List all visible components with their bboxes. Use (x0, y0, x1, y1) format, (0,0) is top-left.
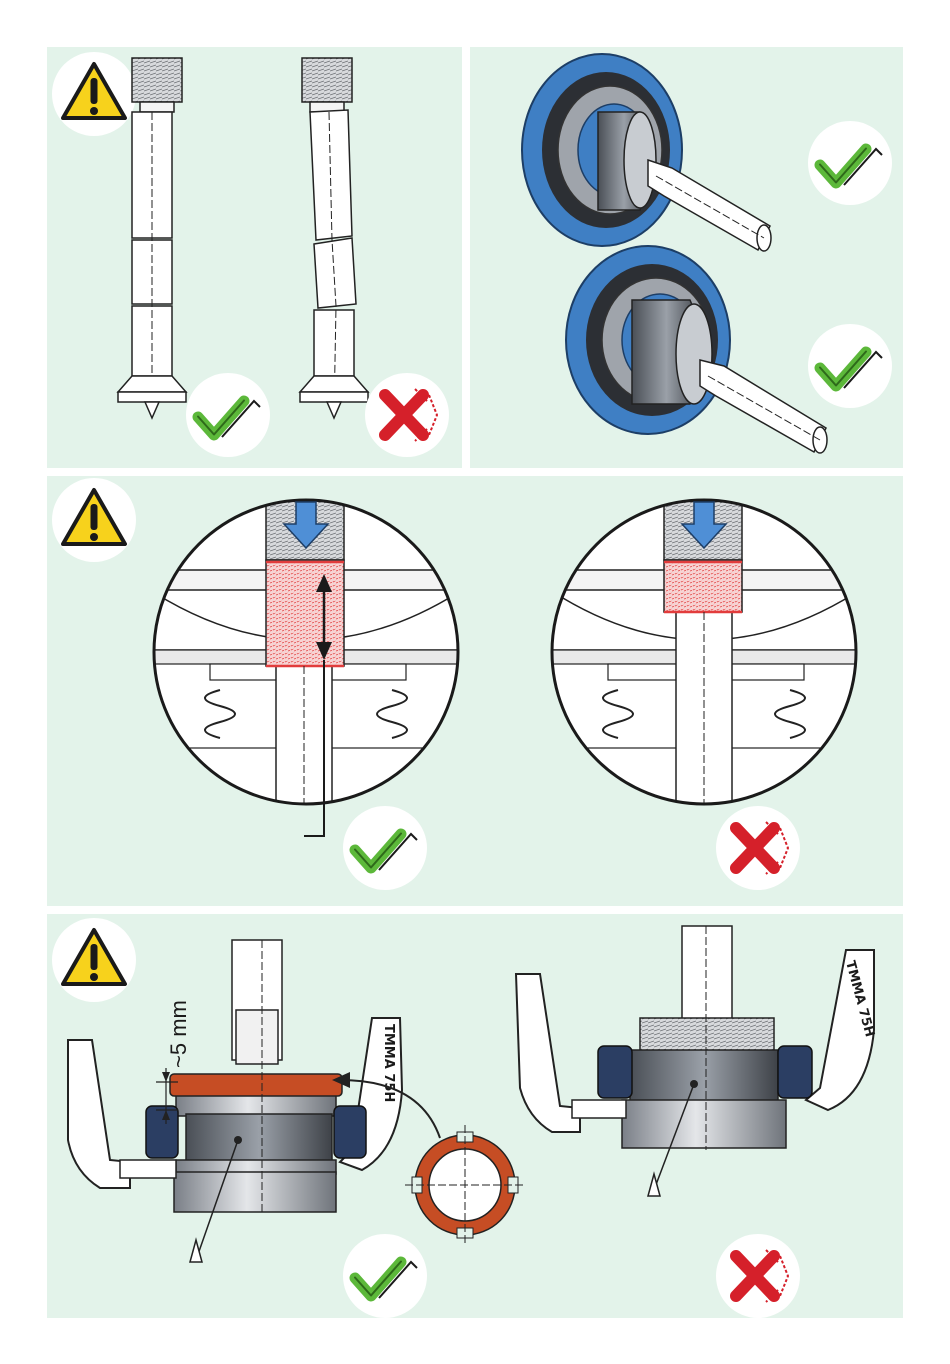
check-mark-icon (808, 121, 892, 205)
cross-mark-icon (716, 806, 800, 890)
warning-triangle-icon (52, 918, 136, 1002)
tool-label-left: TMMA 75H (381, 1024, 396, 1102)
detail-circle-incorrect (550, 500, 870, 812)
bearing-with-spindle-lower (566, 246, 827, 453)
detail-circle-correct (150, 500, 470, 836)
gap-label: ~5 mm (166, 1000, 191, 1068)
cross-mark-icon (716, 1234, 800, 1318)
check-mark-icon (343, 1234, 427, 1318)
bent-spindle (300, 58, 368, 418)
check-mark-icon (343, 806, 427, 890)
warning-triangle-icon (52, 52, 136, 136)
puller-assembly-incorrect (516, 926, 874, 1196)
check-mark-icon (186, 373, 270, 457)
warning-triangle-icon (52, 478, 136, 562)
check-mark-icon (808, 324, 892, 408)
bearing-with-spindle-upper (522, 54, 771, 251)
cross-mark-icon (365, 373, 449, 457)
